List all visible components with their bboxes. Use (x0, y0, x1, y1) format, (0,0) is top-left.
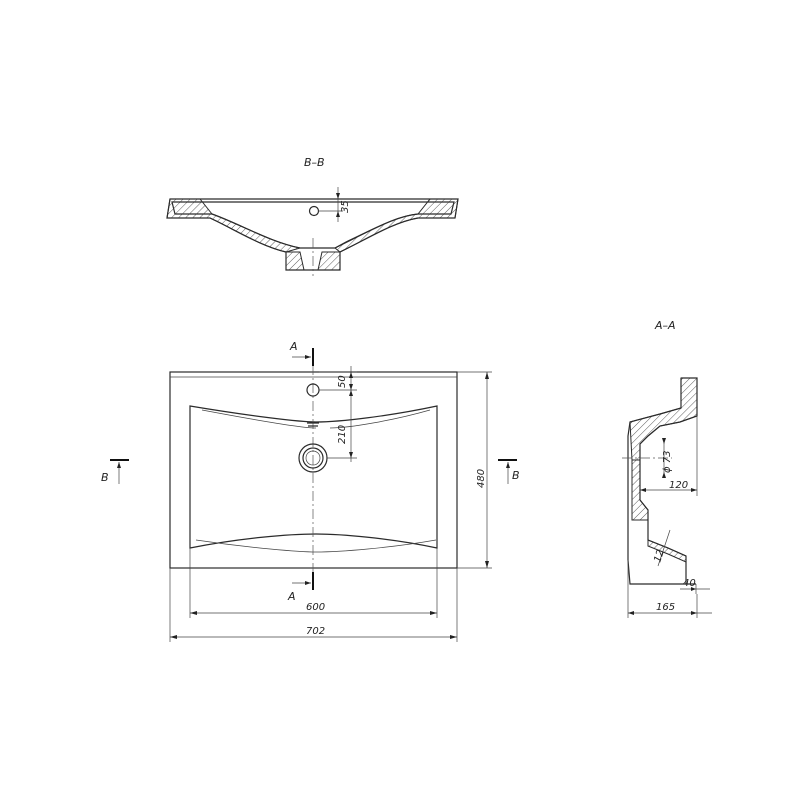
plan-overflow-slot (307, 422, 319, 427)
plan-drain-ring (302, 447, 324, 469)
aa-dim-12-line (657, 529, 671, 567)
bb-dim-35-label: 35 (340, 200, 351, 213)
plan-bowl-bottom-inner (195, 539, 437, 553)
cut-b-right-label: B (512, 469, 520, 482)
aa-upper-wall-hatch (629, 377, 698, 461)
aa-lower-wall-hatch (647, 539, 687, 563)
plan-dim-arrows (349, 372, 353, 458)
section-bb-view: B–B 35 (166, 156, 459, 276)
plan-dim-480-label: 480 (476, 469, 487, 488)
plan-dim-50-label: 50 (337, 375, 348, 388)
cut-b-left-label: B (101, 471, 109, 484)
cut-b-left-arrowhead (117, 462, 121, 468)
aa-dim-120-arrows (640, 488, 697, 492)
bb-right-wall-hatch (334, 198, 459, 253)
bb-dim-35-arrows (336, 193, 340, 217)
section-aa-view: A–A ϕ 73 120 12 40 165 (622, 319, 712, 618)
plan-outer-rim (169, 371, 458, 569)
aa-dim-12-label: 12 (652, 548, 666, 564)
aa-dim-165-label: 165 (656, 602, 675, 613)
cut-a-bottom-arrowhead (305, 581, 311, 585)
plan-bowl-outline (189, 405, 438, 549)
section-bb-title: B–B (304, 156, 325, 169)
aa-dim-120-label: 120 (669, 480, 688, 491)
cut-b-right-arrowhead (506, 462, 510, 468)
plan-dim-600-label: 600 (306, 602, 325, 613)
plan-drain-inner (305, 450, 321, 466)
aa-dim-phi73-label: ϕ 73 (662, 451, 673, 474)
plan-dim-210-label: 210 (337, 425, 348, 444)
cut-a-bottom-label: A (287, 590, 296, 603)
bb-left-wall-hatch (166, 198, 301, 253)
section-aa-title: A–A (654, 319, 676, 332)
aa-dim-40-label: 40 (683, 578, 696, 589)
aa-dim-40-arrow (691, 587, 696, 591)
plan-view: 50 210 480 600 702 A A B (101, 340, 520, 642)
plan-dim-702-label: 702 (306, 626, 325, 637)
cut-a-top-arrowhead (305, 355, 311, 359)
plan-bowl-inner (201, 409, 431, 429)
bb-overflow-hole (308, 205, 320, 217)
cut-a-top-label: A (289, 340, 298, 353)
bb-outer-profile (166, 198, 459, 271)
bb-drain-hatch (285, 251, 341, 271)
